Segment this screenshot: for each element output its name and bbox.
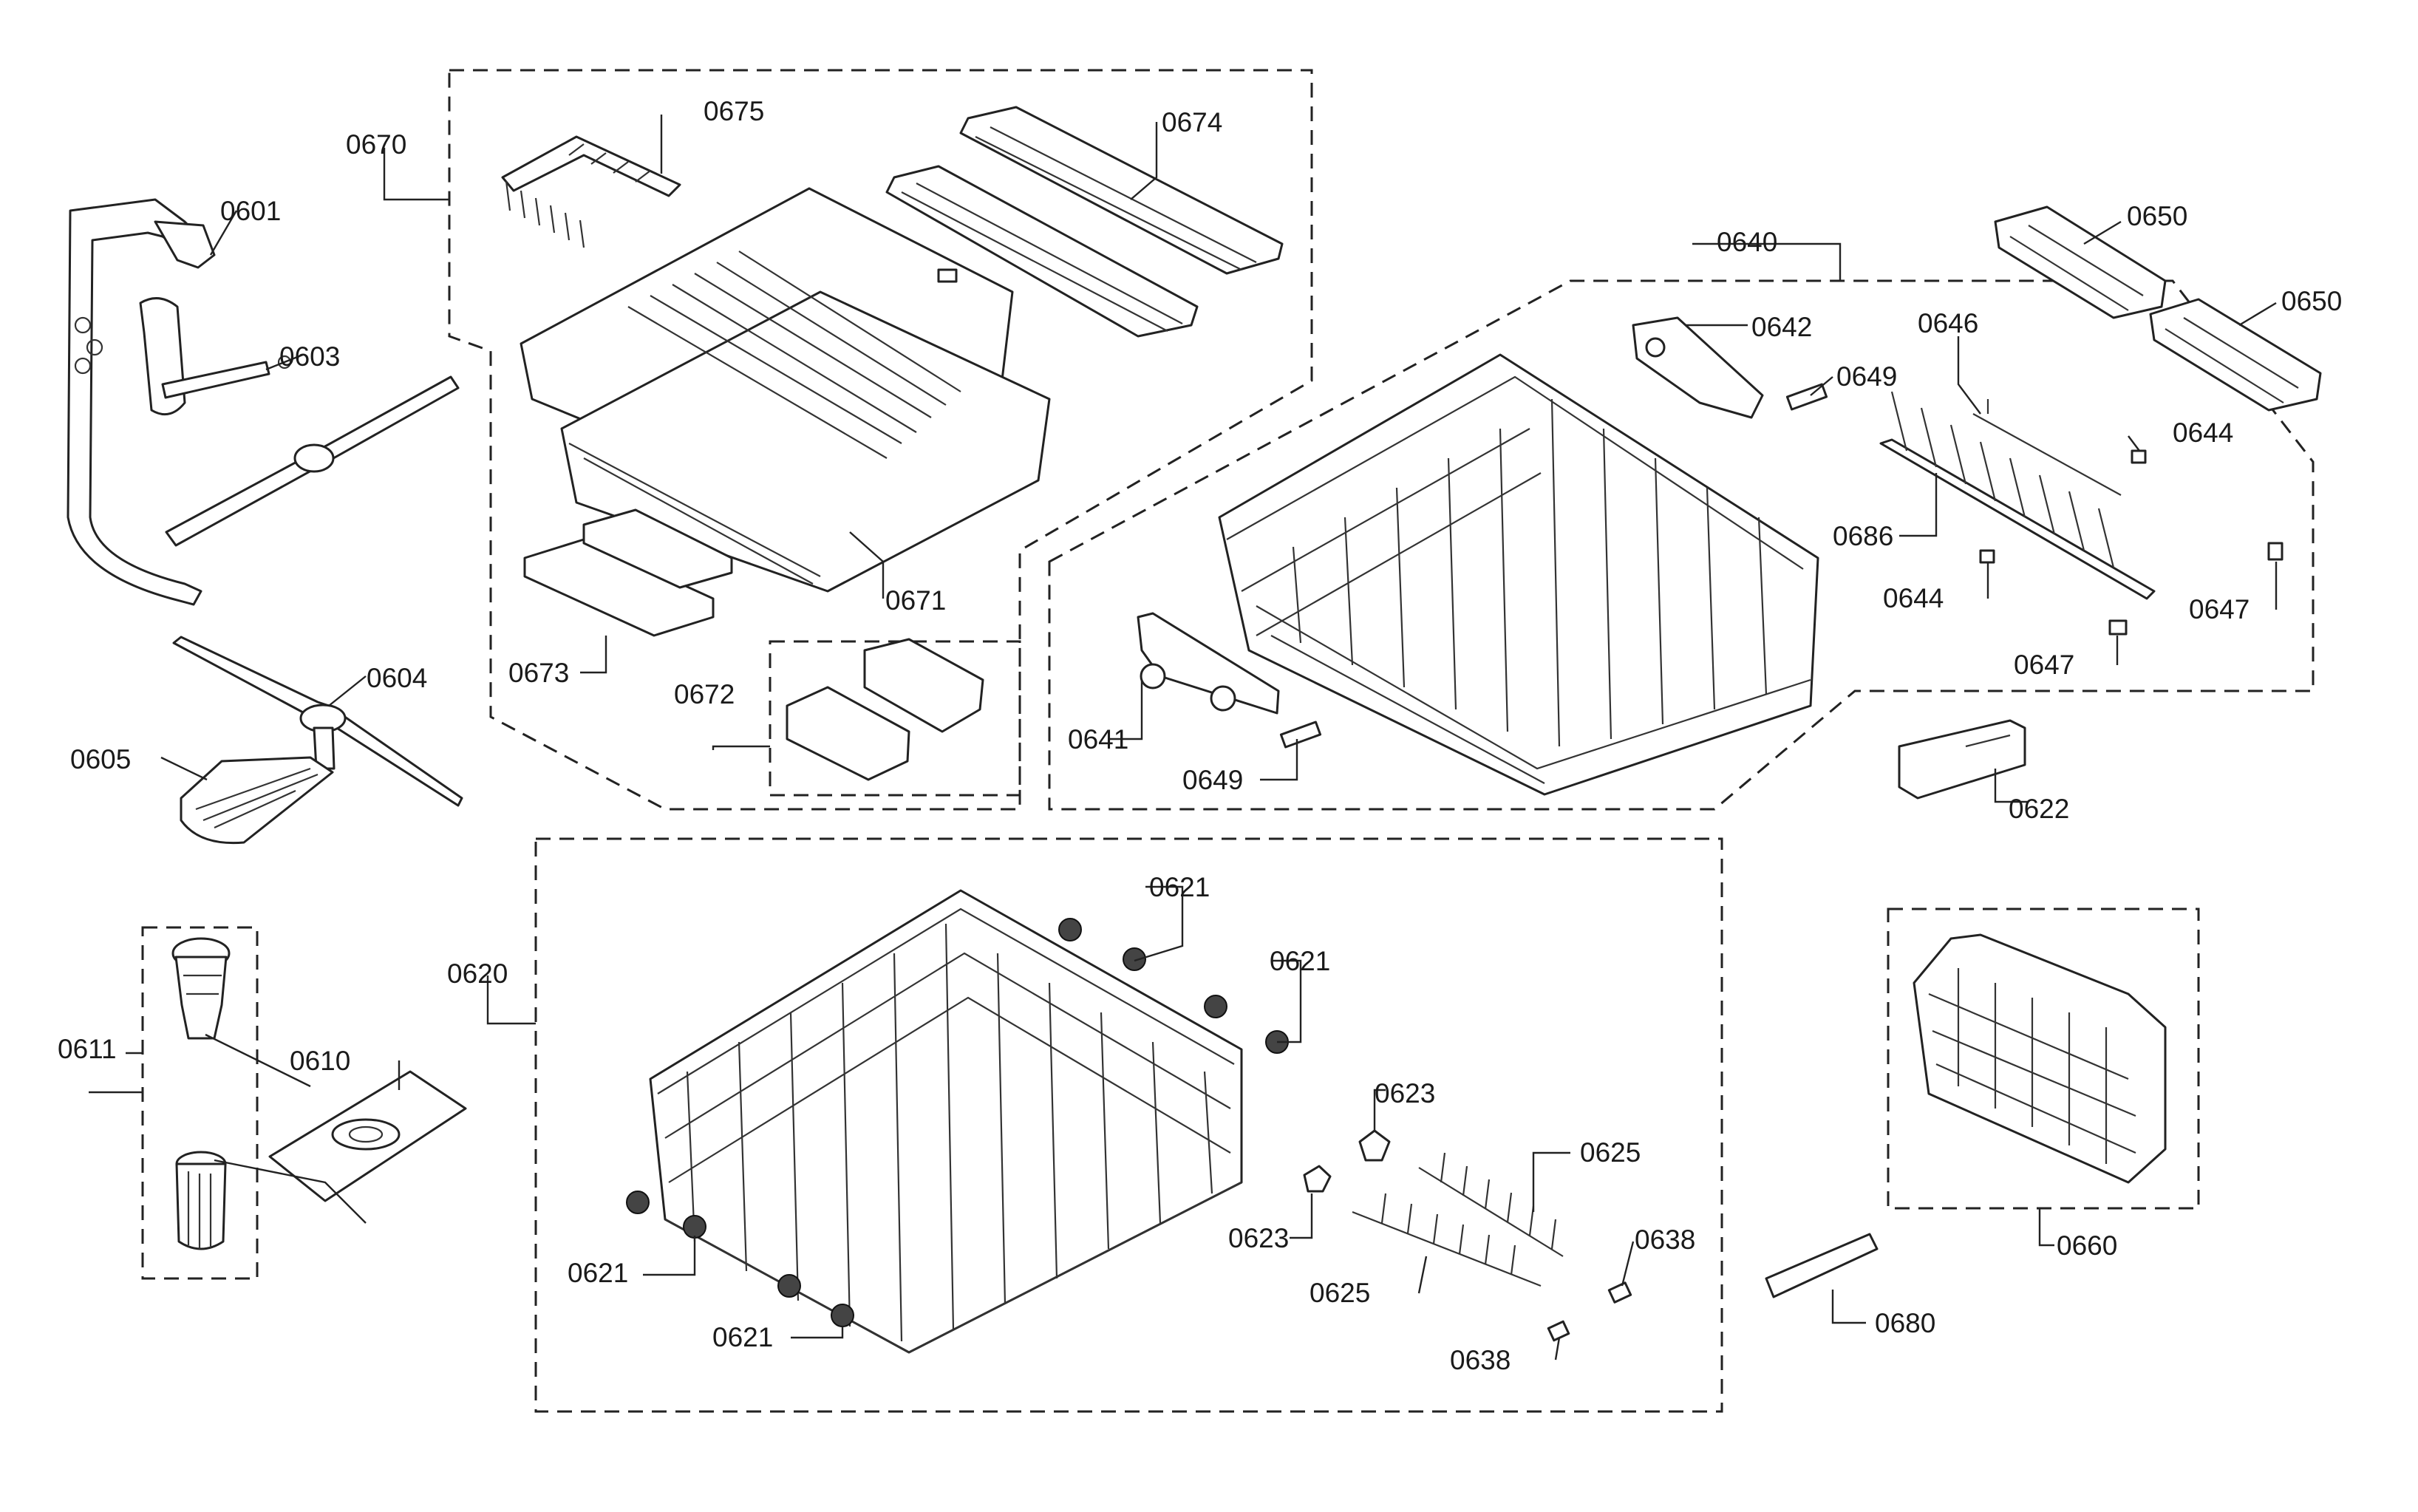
label-0670: 0670: [346, 129, 406, 160]
label-0638-b: 0638: [1450, 1345, 1511, 1375]
label-0680: 0680: [1875, 1308, 1935, 1338]
insert-0650-a: [1994, 205, 2167, 319]
label-0650-b: 0650: [2281, 286, 2342, 316]
label-0644-a: 0644: [2173, 418, 2233, 448]
label-0647-b: 0647: [2014, 650, 2074, 680]
label-0625-b: 0625: [1310, 1278, 1370, 1308]
clip-set-0673: [523, 508, 733, 637]
clips-0638: [1547, 1281, 1632, 1342]
label-0675: 0675: [704, 96, 764, 126]
group-0672-boundary: [769, 640, 1021, 797]
label-0674: 0674: [1162, 107, 1222, 137]
group-0640-boundary: [1048, 279, 2315, 811]
tine-row-0646: [1879, 391, 2156, 600]
label-0623-b: 0623: [1228, 1223, 1289, 1253]
micro-filter-0610: [205, 1033, 467, 1224]
group-0670-boundary: [448, 69, 1313, 811]
tine-rows-0625: [1352, 1152, 1564, 1287]
adjuster-0642: [1632, 316, 1764, 419]
tine-insert-0675: [501, 135, 681, 248]
label-0686: 0686: [1833, 521, 1893, 551]
label-0672: 0672: [674, 679, 735, 709]
label-0623-a: 0623: [1375, 1078, 1435, 1109]
group-0660-boundary: [1887, 907, 2200, 1210]
label-0610: 0610: [290, 1046, 350, 1076]
upper-spray-arm-0603: [139, 297, 460, 547]
label-0620: 0620: [447, 958, 508, 989]
adjuster-0641: [1137, 612, 1280, 715]
label-0641: 0641: [1068, 724, 1128, 755]
label-0649-a: 0649: [1836, 361, 1897, 392]
clips-0644-0647: [1979, 449, 2284, 636]
label-0647-a: 0647: [2189, 594, 2250, 624]
lower-spray-arm-0604: [172, 636, 463, 807]
label-0603: 0603: [279, 341, 340, 372]
label-0644-b: 0644: [1883, 583, 1944, 613]
label-0638-a: 0638: [1635, 1225, 1695, 1255]
upper-rack-0640: [1218, 353, 1819, 796]
insert-0650-b: [2149, 298, 2322, 412]
part-labels: 0601 0603 0604 0605 0611 0610 0620 0621 …: [58, 96, 2342, 1375]
label-0640: 0640: [1717, 227, 1777, 257]
clips-0623: [1303, 1129, 1391, 1193]
label-0601: 0601: [220, 196, 281, 226]
label-0621-b: 0621: [1270, 946, 1330, 976]
group-0620-boundary: [534, 837, 1723, 1413]
label-0611: 0611: [58, 1034, 117, 1064]
label-0621-c: 0621: [568, 1258, 628, 1288]
label-0673: 0673: [508, 658, 569, 688]
third-rack-0671: [520, 187, 1051, 593]
label-0625-a: 0625: [1580, 1137, 1641, 1168]
label-0642: 0642: [1751, 312, 1812, 342]
cutlery-basket-0660: [1913, 933, 2167, 1184]
label-0649-b: 0649: [1182, 765, 1243, 795]
supply-pipe-0601: [67, 198, 216, 606]
label-0622: 0622: [2009, 794, 2069, 824]
rack-handle-0622: [1898, 719, 2026, 800]
label-0604: 0604: [367, 663, 427, 693]
label-0621-a: 0621: [1149, 872, 1210, 902]
group-0611-boundary: [141, 926, 259, 1280]
label-0660: 0660: [2057, 1230, 2117, 1261]
label-0671: 0671: [885, 585, 946, 616]
label-0650-a: 0650: [2127, 201, 2187, 231]
fine-filter-0611: [171, 937, 231, 1250]
lower-rack-0620: [649, 889, 1243, 1354]
label-0621-d: 0621: [712, 1322, 773, 1352]
leader-lines: [89, 115, 2278, 1361]
filter-0605: [180, 756, 334, 845]
cup-shelf-0674: [885, 106, 1284, 338]
nameplate-0680: [1765, 1233, 1879, 1298]
clip-set-0672: [786, 638, 984, 781]
label-0605: 0605: [70, 744, 131, 774]
label-0646: 0646: [1918, 308, 1978, 338]
